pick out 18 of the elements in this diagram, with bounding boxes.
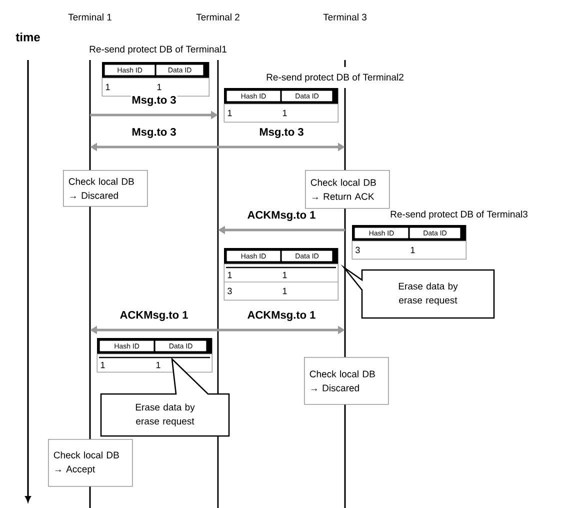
edge-label: Msg.to 3 bbox=[130, 95, 178, 107]
note-box: Check local DB → Accept bbox=[48, 439, 133, 487]
table-title: Re-send protect DB of Terminal1 bbox=[90, 46, 226, 54]
terminal-label: Terminal 2 bbox=[196, 14, 240, 20]
edge-label: ACKMsg.to 1 bbox=[246, 310, 317, 322]
edge-label: Msg.to 3 bbox=[258, 127, 305, 139]
edge-label: ACKMsg.to 1 bbox=[246, 210, 317, 222]
edge-label: ACKMsg.to 1 bbox=[118, 310, 190, 322]
axis-label: time bbox=[16, 32, 40, 42]
note-box: Check local DB → Return ACK bbox=[305, 170, 390, 209]
table-title: Re-send protect DB of Terminal3 bbox=[390, 210, 528, 220]
terminal-label: Terminal 1 bbox=[68, 14, 112, 20]
note-box: Check local DB → Discared bbox=[304, 357, 389, 405]
table-title: Re-send protect DB of Terminal2 bbox=[266, 74, 404, 82]
callout-box: Erase data by erase request bbox=[340, 264, 495, 319]
edge-label: Msg.to 3 bbox=[130, 127, 178, 139]
terminal-label: Terminal 3 bbox=[323, 14, 366, 20]
note-box: Check local DB → Discared bbox=[63, 170, 148, 207]
